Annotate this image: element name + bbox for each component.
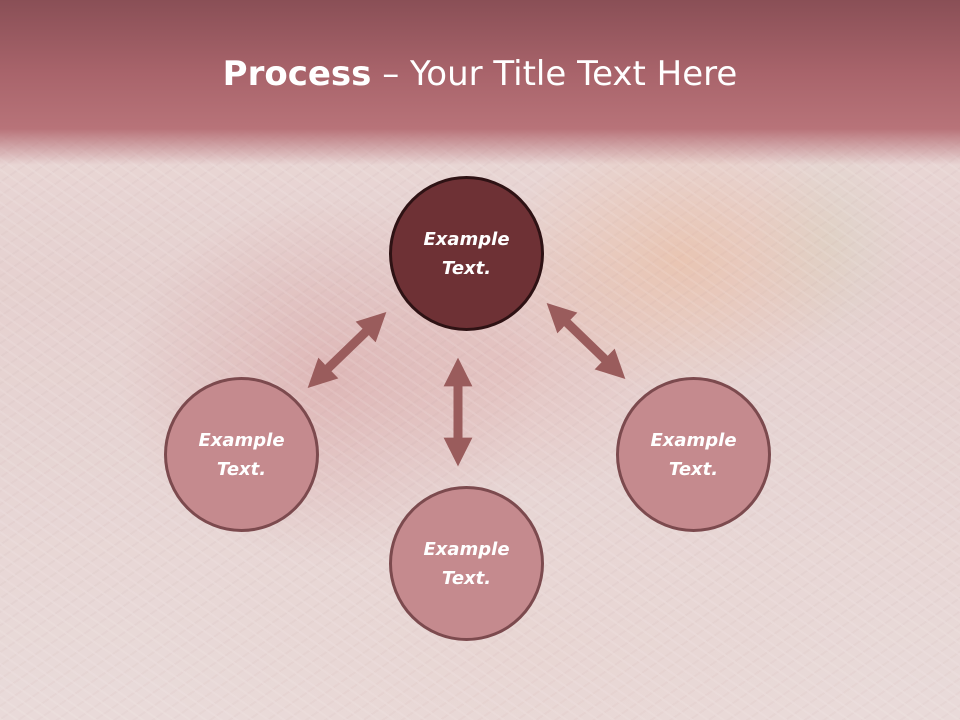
node-left-line2: Text. [216,458,267,480]
process-node-bottom: Example Text. [389,486,544,641]
node-right-line2: Text. [668,458,719,480]
process-node-top: Example Text. [389,176,544,331]
title-band [0,0,960,165]
arrow-right-top [546,302,626,380]
arrow-left-top [307,311,387,389]
node-top-line2: Text. [441,257,492,279]
process-node-right: Example Text. [616,377,771,532]
title-rest: Your Title Text Here [410,54,738,94]
node-bottom-line1: Example [423,538,510,560]
title-separator: – [371,54,411,94]
title-bold: Process [222,54,372,94]
node-left-line1: Example [198,429,285,451]
node-top-line1: Example [423,228,510,250]
process-node-left: Example Text. [164,377,319,532]
node-right-line1: Example [650,429,737,451]
slide-title: Process – Your Title Text Here [0,52,960,96]
node-bottom-line2: Text. [441,567,492,589]
